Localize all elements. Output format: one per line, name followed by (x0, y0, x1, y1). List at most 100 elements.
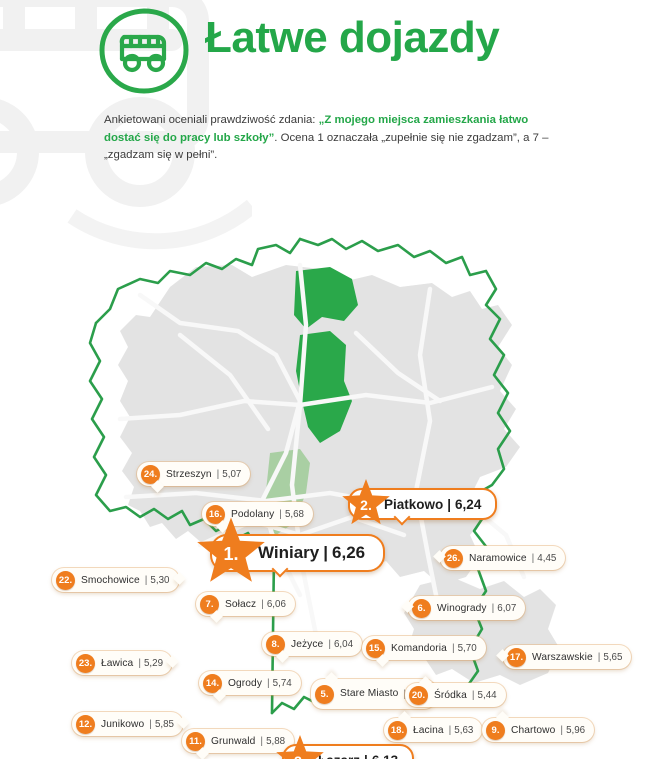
district-name: Łazarz (318, 753, 360, 759)
district-label-strzeszyn[interactable]: 24. Strzeszyn |5,07 (137, 462, 251, 493)
rank-badge: 26. (444, 548, 463, 568)
separator: | (451, 642, 455, 654)
district-score: 5,70 (457, 642, 477, 654)
rank-badge: 22. (56, 570, 75, 590)
district-name: Stare Miasto (340, 688, 399, 700)
district-label-komandoria[interactable]: 15.Komandoria|5,70 (362, 636, 486, 667)
intro-part2: . Ocena 1 oznaczała „zupełnie się nie zg… (104, 131, 549, 162)
rank-badge: 20. (409, 685, 428, 705)
district-label-naramowice[interactable]: 26. Naramowice |4,45 (433, 546, 566, 570)
bus-icon (98, 7, 190, 95)
header: Łatwe dojazdy (0, 0, 664, 100)
district-score: 6,13 (372, 753, 398, 759)
separator: | (323, 543, 329, 562)
district-score: 6,26 (332, 543, 366, 562)
district-name: Podolany (231, 508, 275, 520)
rank-badge: 17. (507, 647, 526, 667)
district-name: Naramowice (469, 552, 527, 564)
district-name: Junikowo (101, 718, 145, 730)
separator: | (560, 724, 564, 736)
separator: | (448, 724, 452, 736)
district-score: 4,45 (537, 552, 557, 564)
rank-number: 2. (360, 497, 372, 513)
district-score: 5,68 (284, 508, 305, 520)
district-label-smochowice[interactable]: 22. Smochowice |5,30 (52, 568, 186, 592)
district-label-sołacz[interactable]: 7. Sołacz |6,06 (196, 592, 295, 623)
rank-badge: 23. (76, 653, 95, 673)
rank-badge: 14. (203, 673, 222, 693)
separator: | (597, 651, 601, 663)
rank-badge: 7. (200, 594, 219, 614)
district-name: Warszawskie (532, 651, 593, 663)
rank-badge: 6. (412, 598, 431, 618)
district-label-łacina[interactable]: 18.Łacina|5,63 (384, 711, 483, 742)
rank-badge: 8. (266, 634, 285, 654)
district-score: 5,65 (603, 651, 623, 663)
district-score: 5,88 (266, 735, 286, 747)
district-score: 5,63 (454, 724, 474, 736)
separator: | (267, 677, 270, 689)
separator: | (260, 735, 264, 747)
district-name: Chartowo (511, 724, 556, 736)
district-name: Winiary (258, 543, 320, 562)
district-score: 5,30 (150, 574, 170, 586)
district-label-podolany[interactable]: 16. Podolany |5,68 (202, 502, 314, 533)
district-score: 5,96 (566, 724, 586, 736)
district-name: Sołacz (225, 598, 257, 610)
district-label-śródka[interactable]: 20. Śródka | 5,44 (405, 676, 506, 707)
district-score: 6,07 (497, 602, 517, 614)
separator: | (138, 657, 141, 669)
district-label-ogrody[interactable]: 14.Ogrody|5,74 (199, 671, 301, 702)
separator: | (403, 689, 406, 700)
star-callout-winiary[interactable]: Winiary|6,26 1. (197, 517, 386, 582)
star-icon: 1. (194, 516, 268, 590)
district-name: Grunwald (211, 735, 256, 747)
star-callout-pill: Piątkowo|6,24 (348, 488, 498, 526)
district-score: 5,29 (143, 657, 164, 669)
district-name: Winogrady (437, 602, 487, 614)
district-name: Śródka (434, 689, 467, 701)
separator: | (261, 598, 264, 610)
rank-badge: 24. (141, 464, 160, 484)
district-score: 6,24 (455, 496, 482, 512)
separator: | (364, 753, 368, 759)
district-label-winogrady[interactable]: 6.Winogrady|6,07 (401, 596, 526, 620)
separator: | (279, 508, 282, 520)
district-name: Jeżyce (291, 638, 324, 650)
star-callout-łazarz[interactable]: Łazarz | 6,13 3. (276, 735, 415, 759)
intro-paragraph: Ankietowani oceniali prawdziwość zdania:… (104, 112, 564, 165)
district-name: Ławica (101, 657, 134, 669)
separator: | (531, 552, 535, 564)
separator: | (144, 574, 148, 586)
rank-badge: 16. (206, 504, 225, 524)
district-label-warszawskie[interactable]: 17. Warszawskie |5,65 (496, 645, 632, 669)
rank-badge: 5. (315, 684, 334, 704)
separator: | (328, 638, 331, 650)
rank-badge: 12. (76, 714, 95, 734)
district-label-jeżyce[interactable]: 8. Jeżyce |6,04 (262, 632, 363, 663)
rank-badge: 9. (486, 720, 505, 740)
district-label-ławica[interactable]: 23. Ławica |5,29 (72, 651, 179, 675)
intro-part1: Ankietowani oceniali prawdziwość zdania: (104, 114, 319, 126)
district-label-grunwald[interactable]: 11. Grunwald |5,88 (182, 729, 295, 759)
rank-number: 1. (223, 543, 239, 564)
district-name: Ogrody (228, 677, 263, 689)
district-score: 5,07 (222, 468, 242, 480)
district-score: 6,06 (266, 598, 286, 610)
district-name: Smochowice (81, 574, 140, 586)
district-score: 5,44 (477, 689, 497, 701)
rank-badge: 11. (186, 731, 205, 751)
separator: | (149, 718, 152, 730)
separator: | (216, 468, 220, 480)
district-label-junikowo[interactable]: 12.Junikowo|5,85 (72, 712, 190, 736)
star-icon: 2. (340, 478, 392, 530)
district-label-chartowo[interactable]: 9. Chartowo |5,96 (482, 711, 595, 742)
rank-number: 3. (274, 734, 326, 759)
district-name: Piątkowo (384, 496, 444, 512)
intro-quote: „Z mojego miejsca zamieszkania łatwo dos… (104, 114, 529, 144)
rank-badge: 15. (366, 638, 385, 658)
district-name: Strzeszyn (166, 468, 212, 480)
district-score: 6,04 (333, 638, 354, 650)
